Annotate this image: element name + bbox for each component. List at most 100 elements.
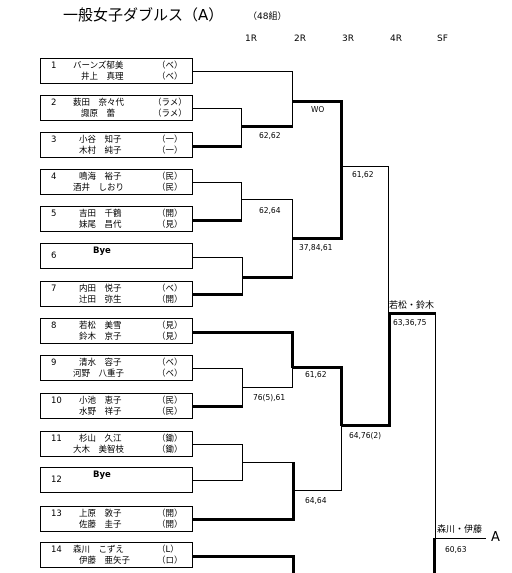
bracket-line [435,312,436,540]
match-score: 37,84,61 [299,243,333,252]
player-affiliation: （開） [157,520,183,530]
entry-number: 13 [51,509,62,519]
bracket-line [243,462,293,463]
bracket-line-winner [193,405,243,408]
player-name: 水野 祥子 [79,407,122,417]
match-score: 62,64 [259,206,281,215]
player-name: 辻田 弥生 [79,295,122,305]
match-score: 62,62 [259,131,281,140]
entry-box: 7 内田 悦子 （ベ） 辻田 弥生 （開） [40,281,193,307]
bracket-line-winner [292,462,295,521]
player-affiliation: （鋤） [157,445,183,455]
continuation-marker: A [491,530,500,545]
entry-box: 2 薮田 奈々代 （ラメ） 諏原 蕾 （ラメ） [40,95,193,121]
player-name: 若松 美雪 [79,321,122,331]
bracket-line [193,368,243,369]
bracket-line [242,199,293,200]
bracket-line-winner [340,366,343,426]
bracket-line-winner [242,125,293,128]
bracket-line [193,182,242,183]
bracket-line [193,108,242,109]
player-name: 妹尾 昌代 [79,220,122,230]
entry-box: 1 バーンズ郁美 （ベ） 井上 真理 （ベ） [40,58,193,84]
player-name: 森川 こずえ [73,545,124,555]
bracket-line-winner [388,312,391,427]
bracket-line-winner [193,518,293,521]
player-affiliation: （ベ） [157,369,183,379]
bracket-line [292,366,293,388]
entry-number: 14 [51,545,62,555]
entry-number: 8 [51,321,57,331]
player-affiliation: （見） [157,332,183,342]
player-affiliation: （一） [157,135,183,145]
bye-label: Bye [93,246,111,256]
entry-number: 12 [51,475,62,485]
bracket-line [388,166,389,313]
entry-number: 11 [51,434,62,444]
entry-number: 10 [51,396,62,406]
entry-box: 10 小池 恵子 （民） 水野 祥子 （民） [40,393,193,419]
player-name: 小池 恵子 [79,396,122,406]
entry-box: 5 吉田 千鶴 （開） 妹尾 昌代 （見） [40,206,193,232]
player-affiliation: （民） [157,396,183,406]
player-affiliation: （鋤） [157,434,183,444]
entry-box: 9 清水 容子 （ベ） 河野 八重子 （ベ） [40,355,193,381]
bracket-line [292,199,293,279]
player-affiliation: （L） [157,545,179,555]
page-title: 一般女子ダブルス（A） [63,6,224,24]
bracket-line [341,424,342,491]
round-label-4r: 4R [390,34,402,44]
bracket-line [242,257,243,296]
bracket-line [293,490,342,491]
bracket-line [243,387,293,388]
bracket-line [193,480,243,481]
player-name: 上原 敦子 [79,509,122,519]
winner-label: 森川・伊藤 [437,525,483,535]
player-name: 杉山 久江 [79,434,122,444]
player-affiliation: （開） [157,509,183,519]
player-affiliation: （民） [157,183,183,193]
bracket-line [343,166,389,167]
bracket-line-winner [293,100,342,103]
round-label-1r: 1R [245,34,257,44]
bracket-line [292,71,293,128]
bracket-line-winner [193,293,243,296]
player-affiliation: （ラメ） [153,98,187,108]
player-affiliation: （見） [157,321,183,331]
bracket-line [436,538,486,539]
entry-box-bye: 6 Bye [40,243,193,269]
player-name: バーンズ郁美 [73,61,124,71]
entry-number: 6 [51,251,57,261]
match-score: 61,62 [352,170,374,179]
bracket-line-winner [193,145,242,148]
player-name: 木村 純子 [79,146,122,156]
bracket-line [193,71,293,72]
player-name: 伊藤 亜矢子 [79,556,131,566]
bracket-line [242,368,243,408]
player-affiliation: （開） [157,209,183,219]
player-affiliation: （一） [157,146,183,156]
bracket-line [241,182,242,222]
match-score: 64,76(2) [349,431,382,440]
entry-box: 8 若松 美雪 （見） 鈴木 京子 （見） [40,318,193,344]
match-score: 61,62 [305,370,327,379]
entry-number: 7 [51,284,57,294]
bracket-line-winner [292,555,295,573]
player-affiliation: （ベ） [157,284,183,294]
bracket-line-winner [193,331,293,334]
entry-number: 3 [51,135,57,145]
bracket-line [241,108,242,148]
entry-box: 3 小谷 知子 （一） 木村 純子 （一） [40,132,193,158]
draw-size-label: （48組） [248,12,287,22]
player-name: 佐藤 圭子 [79,520,122,530]
bye-label: Bye [93,470,111,480]
bracket-line-winner [342,424,390,427]
bracket-line-winner [291,331,294,368]
player-affiliation: （ラメ） [153,109,187,119]
entry-number: 2 [51,98,57,108]
round-label-3r: 3R [342,34,354,44]
entry-number: 1 [51,61,57,71]
match-score: 64,64 [305,496,327,505]
player-affiliation: （民） [157,407,183,417]
